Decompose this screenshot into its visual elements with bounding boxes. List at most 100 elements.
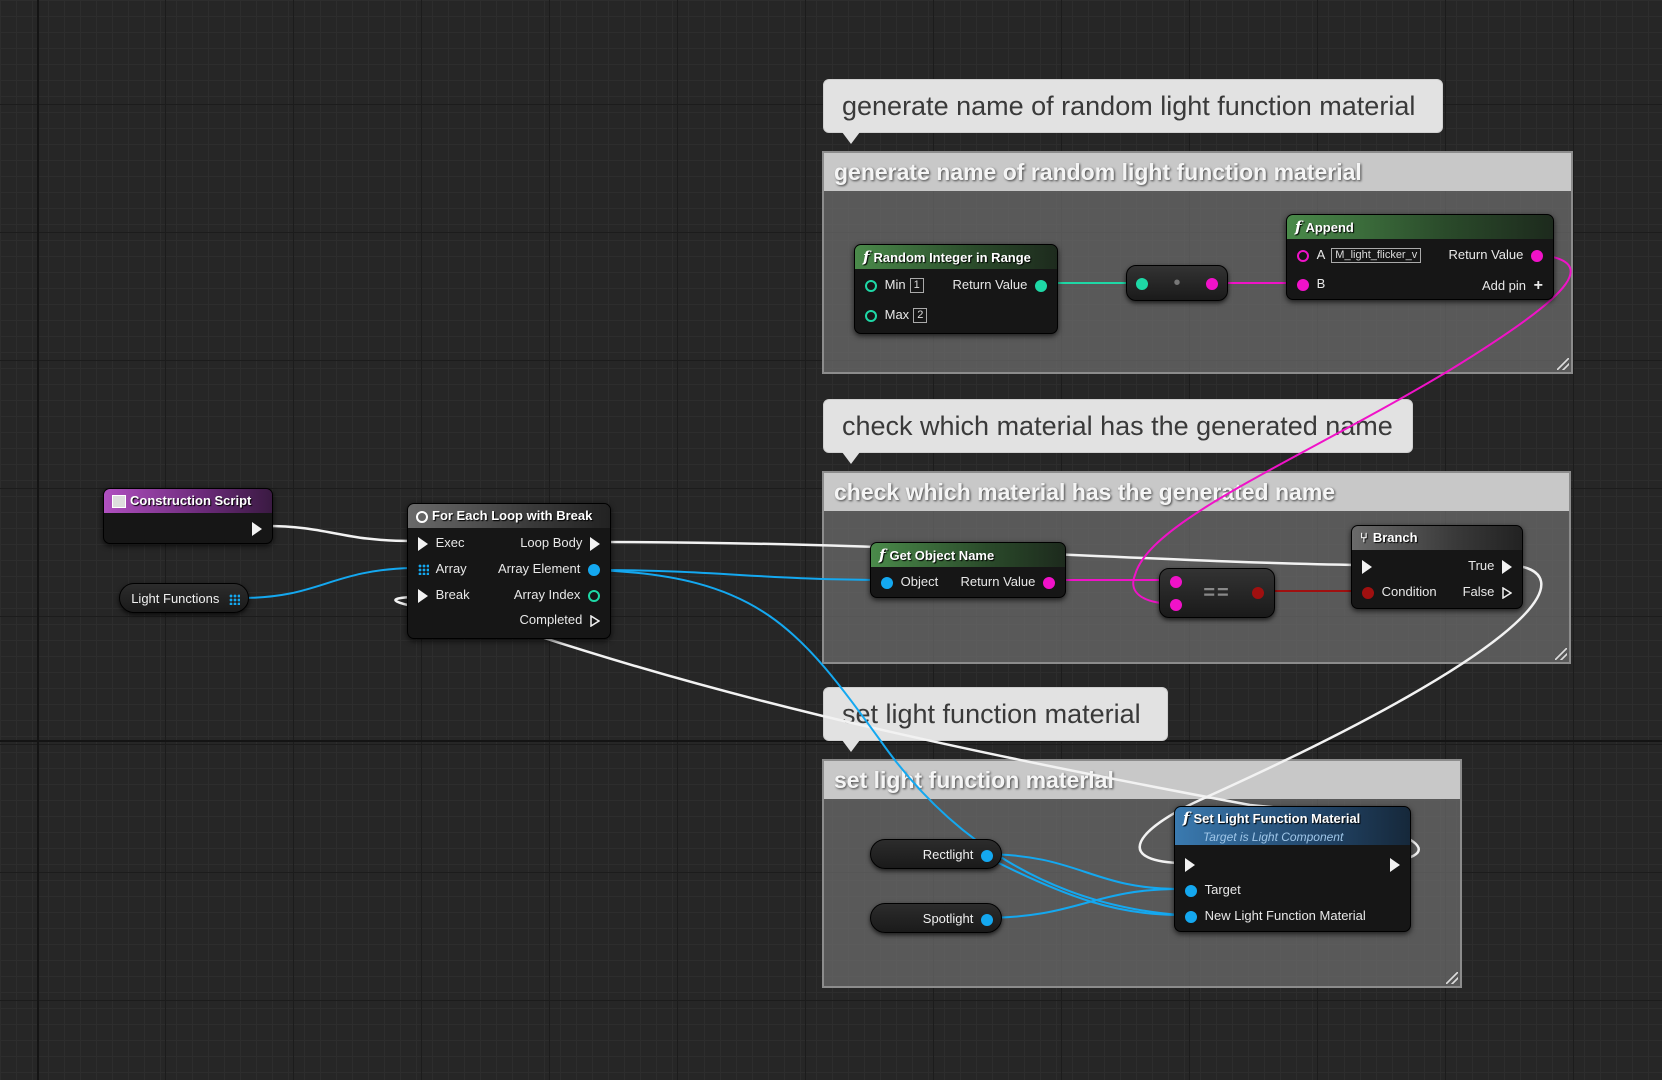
exec-wire-true-to-set <box>1138 563 1543 865</box>
node-header: For Each Loop with Break <box>408 504 610 528</box>
resize-handle[interactable] <box>1555 648 1567 660</box>
spotlight-variable[interactable]: Spotlight <box>870 903 1002 933</box>
int-to-string-conversion-node[interactable]: • <box>1126 265 1228 301</box>
exec-out-pin[interactable] <box>252 520 262 536</box>
min-value-field[interactable]: 1 <box>909 278 924 294</box>
new-light-function-material-pin[interactable]: New Light Function Material <box>1185 908 1366 924</box>
comment-box-title: check which material has the generated n… <box>824 473 1569 511</box>
exec-in-pin[interactable] <box>1185 856 1195 872</box>
pin-label: Array Element <box>498 561 581 576</box>
comment-bubble-generate[interactable]: generate name of random light function m… <box>823 79 1443 144</box>
pin-label: False <box>1462 584 1495 599</box>
comment-bubble-set[interactable]: set light function material <box>823 687 1168 752</box>
light-functions-variable[interactable]: Light Functions <box>119 583 249 613</box>
branch-node[interactable]: ⑂ Branch Condition True False <box>1351 525 1523 609</box>
node-subtitle: Target is Light Component <box>1203 830 1344 844</box>
node-header: ⑂ Branch <box>1352 526 1522 550</box>
node-title: Branch <box>1372 530 1418 545</box>
node-title: Set Light Function Material <box>1193 811 1361 826</box>
pin-label: Target <box>1204 882 1241 897</box>
pin-label: Break <box>435 587 470 602</box>
variable-label: Spotlight <box>922 911 974 926</box>
pin-label: New Light Function Material <box>1204 908 1366 923</box>
equals-a-pin[interactable] <box>1170 576 1182 588</box>
b-pin[interactable]: B <box>1297 276 1325 292</box>
completed-pin[interactable]: Completed <box>519 612 600 628</box>
a-pin[interactable]: A M_light_flicker_v <box>1297 247 1422 264</box>
a-value-field[interactable]: M_light_flicker_v <box>1331 248 1422 264</box>
exec-wire-construction-to-loop <box>264 524 413 543</box>
pin-label: Max <box>884 307 910 322</box>
conversion-output-pin[interactable] <box>1206 278 1218 290</box>
resize-handle[interactable] <box>1557 358 1569 370</box>
conversion-glyph: • <box>1173 272 1181 294</box>
equals-b-pin[interactable] <box>1170 599 1182 611</box>
array-wire <box>240 567 413 599</box>
equals-node[interactable]: == <box>1159 568 1275 618</box>
pin-label: Completed <box>519 612 583 627</box>
rectlight-to-target-wire <box>980 853 1181 890</box>
spotlight-to-target-wire <box>980 888 1181 919</box>
construction-script-node[interactable]: Construction Script <box>103 488 273 544</box>
resize-handle[interactable] <box>1446 972 1458 984</box>
comment-box-title: set light function material <box>824 761 1460 799</box>
loop-body-pin[interactable]: Loop Body <box>520 535 600 551</box>
exec-in-pin[interactable]: Exec <box>418 535 465 551</box>
node-header: Construction Script <box>104 489 272 513</box>
pin-label: Return Value <box>1448 247 1524 262</box>
array-icon[interactable] <box>229 594 240 606</box>
add-pin-button[interactable]: Add pin + <box>1482 278 1543 294</box>
pin-label: Min <box>884 277 906 292</box>
max-value-field[interactable]: 2 <box>913 308 928 324</box>
conversion-input-pin[interactable] <box>1136 278 1148 290</box>
true-pin[interactable]: True <box>1468 558 1512 574</box>
return-value-pin[interactable]: Return Value <box>960 574 1055 590</box>
return-value-pin[interactable]: Return Value <box>1448 247 1543 263</box>
function-icon: f <box>863 248 870 266</box>
array-index-pin[interactable]: Array Index <box>514 587 600 603</box>
pin-label: A <box>1316 247 1326 262</box>
plus-icon: + <box>1533 277 1543 294</box>
graph-origin-vertical-axis <box>37 0 39 1080</box>
exec-out-pin[interactable] <box>1390 856 1400 872</box>
condition-pin[interactable]: Condition <box>1362 584 1437 600</box>
spotlight-output-pin[interactable] <box>981 913 993 926</box>
exec-in-pin[interactable] <box>1362 558 1372 574</box>
pin-label: Add pin <box>1481 278 1527 293</box>
array-pin[interactable]: Array <box>418 561 467 577</box>
array-element-to-material-wire <box>591 569 1181 916</box>
array-element-pin[interactable]: Array Element <box>498 561 600 577</box>
comment-box-title: generate name of random light function m… <box>824 153 1571 191</box>
array-element-wire <box>591 569 891 581</box>
object-pin[interactable]: Object <box>881 574 938 590</box>
rectlight-variable[interactable]: Rectlight <box>870 839 1002 869</box>
node-title: Append <box>1305 220 1354 235</box>
target-pin[interactable]: Target <box>1185 882 1241 898</box>
variable-label: Light Functions <box>131 591 220 606</box>
pin-label: Loop Body <box>520 535 583 550</box>
function-icon: f <box>1183 809 1190 827</box>
branch-icon: ⑂ <box>1360 530 1368 545</box>
return-value-pin[interactable]: Return Value <box>952 277 1047 293</box>
comment-bubble-check[interactable]: check which material has the generated n… <box>823 399 1413 464</box>
for-each-loop-node[interactable]: For Each Loop with Break Exec Array Brea… <box>407 503 611 639</box>
break-pin[interactable]: Break <box>418 587 470 603</box>
rectlight-output-pin[interactable] <box>981 849 993 862</box>
string-wire-append-return <box>1132 253 1572 605</box>
node-title: Get Object Name <box>889 548 995 563</box>
pin-label: Array Index <box>513 587 581 602</box>
false-pin[interactable]: False <box>1463 584 1512 600</box>
equals-output-pin[interactable] <box>1252 587 1264 599</box>
equals-glyph: == <box>1203 582 1231 604</box>
pin-label: True <box>1468 558 1495 573</box>
pin-label: Object <box>900 574 939 589</box>
pin-label: Array <box>435 561 467 576</box>
